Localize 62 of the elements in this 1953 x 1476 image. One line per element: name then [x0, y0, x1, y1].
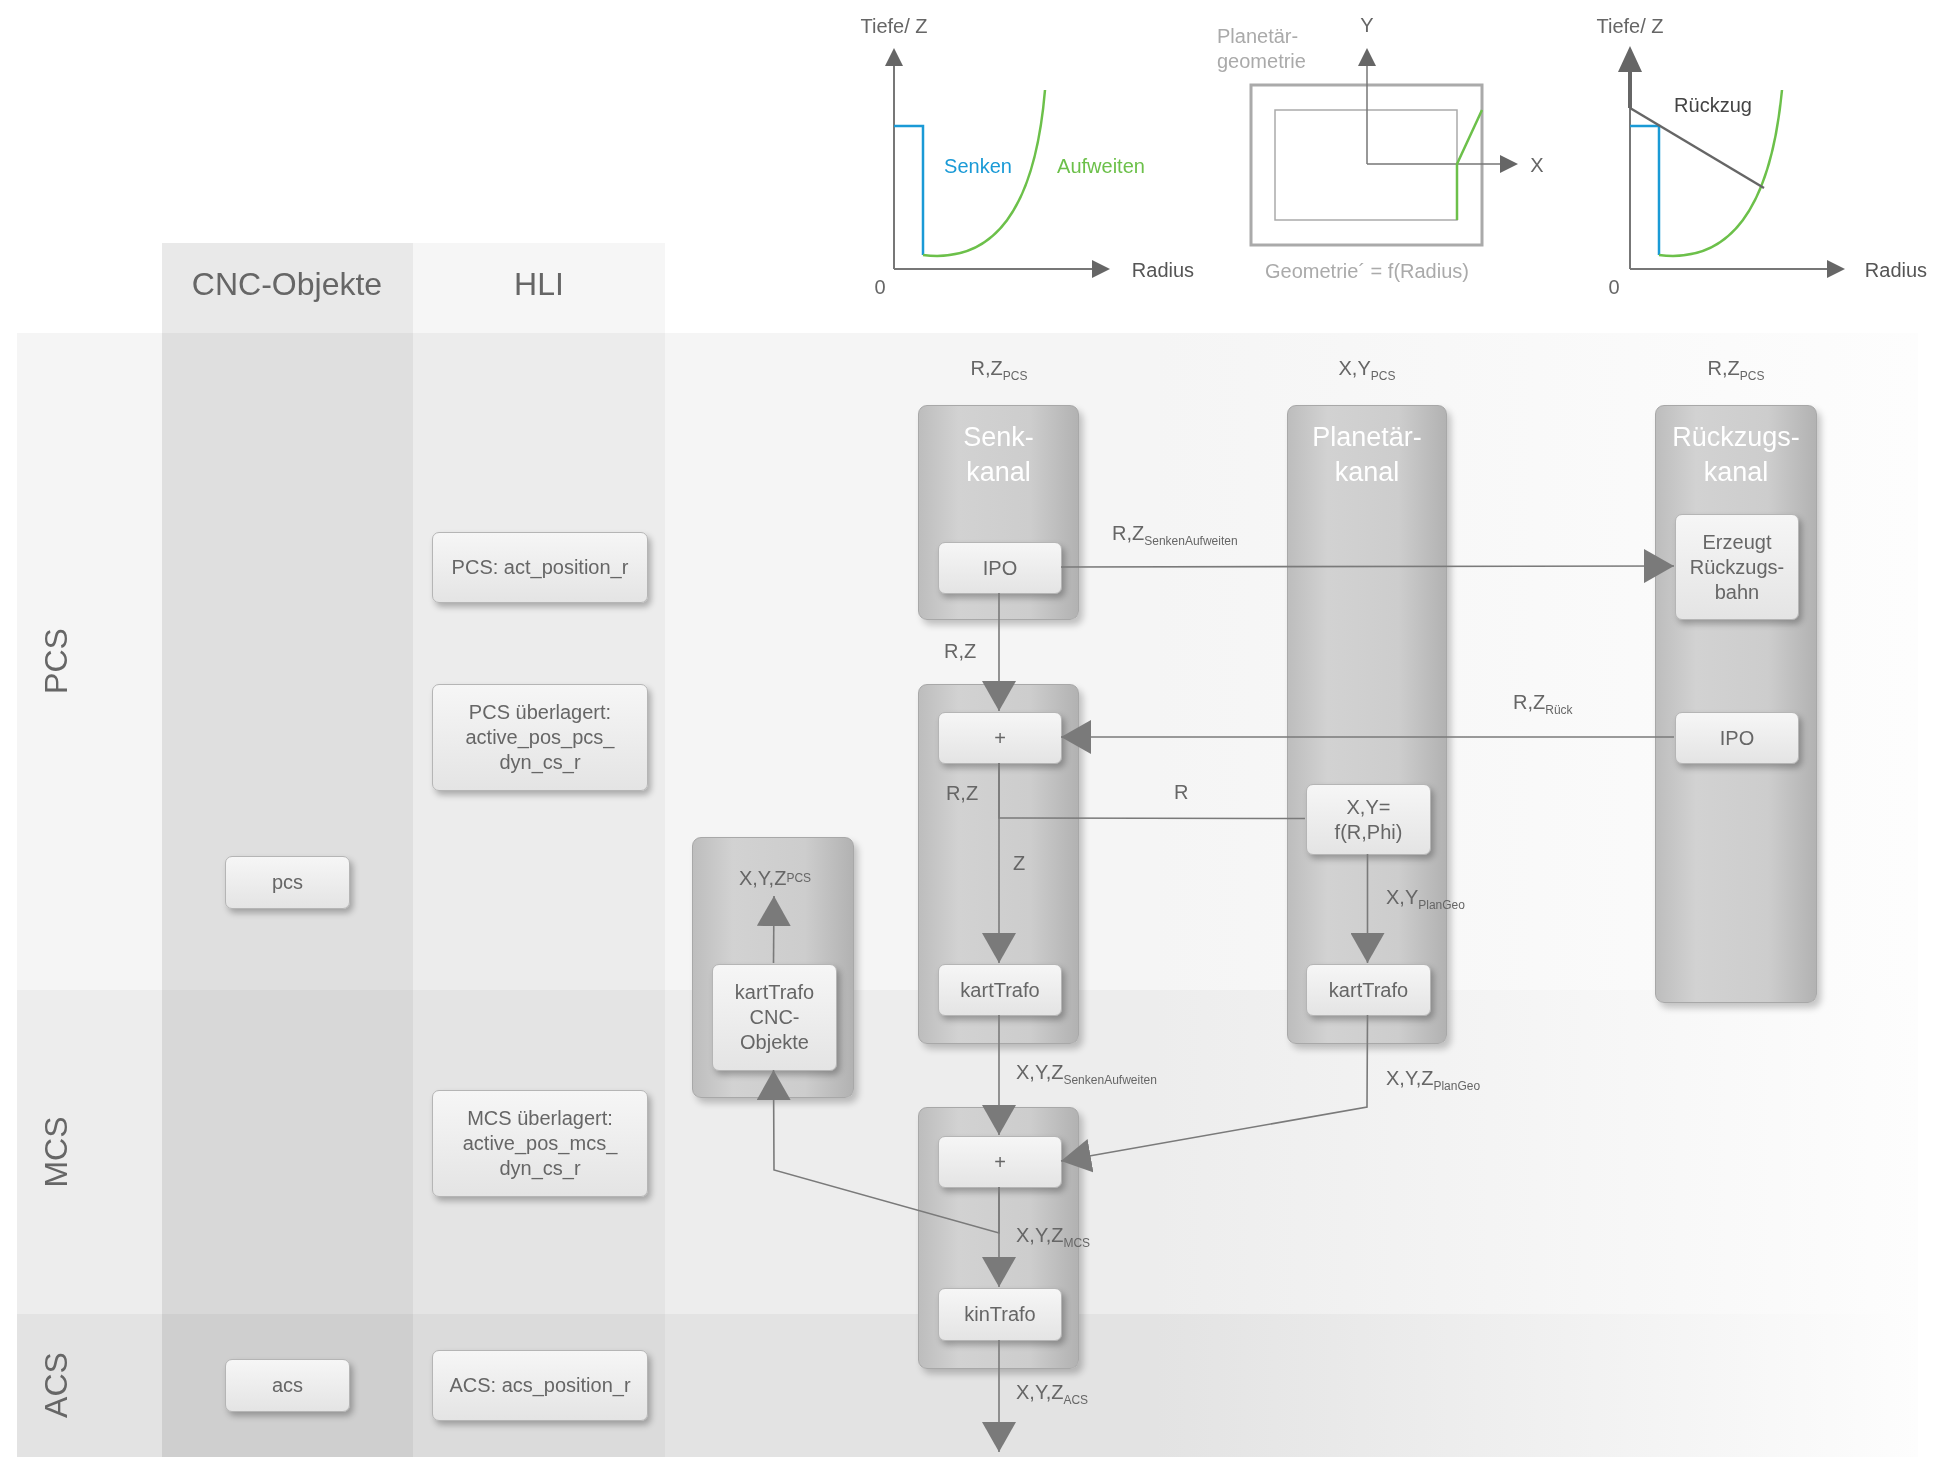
arrow [982, 1014, 1016, 1136]
formula-label: Geometrie´ = f(Radius) [1265, 259, 1469, 283]
process-box: kinTrafo [938, 1288, 1062, 1341]
row-title: PCS [37, 628, 75, 694]
process-box: pcs [225, 856, 350, 909]
curve-label: Rückzug [1674, 93, 1752, 117]
edge-label: R,Z$_{SenkenAufweiten}$ [1112, 522, 1238, 548]
process-box: kartTrafo CNC- Objekte [712, 964, 837, 1071]
axis-label: Y [1360, 13, 1374, 37]
edge-label: X,Y,Z$_{ACS}$ [1016, 1381, 1089, 1407]
column-title: HLI [514, 265, 564, 303]
group-panel [918, 684, 1079, 1044]
process-box: Erzeugt Rückzugs- bahn [1675, 514, 1799, 620]
row-title: MCS [37, 1116, 75, 1188]
edge-label: X,Y,Z$_{PlanGeo}$ [1386, 1067, 1481, 1093]
process-box: X,Y= f(R,Phi) [1306, 784, 1431, 855]
curve-label: Senken [944, 154, 1012, 178]
process-box: kartTrafo [1306, 964, 1431, 1016]
arrow [982, 592, 1016, 712]
axis-label: Radius [1131, 258, 1195, 282]
output-arrow [982, 1339, 1016, 1453]
process-box: PCS überlagert: active_pos_pcs_ dyn_cs_r [432, 684, 648, 791]
process-box: MCS überlagert: active_pos_mcs_ dyn_cs_r [432, 1090, 648, 1197]
process-box: acs [225, 1359, 350, 1412]
arrow [1060, 720, 1675, 754]
edge-label: X,Y,Z$_{SenkenAufweiten}$ [1016, 1061, 1157, 1087]
axis-label: X [1530, 153, 1544, 177]
curve-label: Aufweiten [1057, 154, 1145, 178]
process-box: IPO [1675, 712, 1799, 764]
process-box: + [938, 1136, 1062, 1188]
axis-label: Tiefe/ Z [860, 14, 928, 38]
axis-label: 0 [1608, 275, 1620, 299]
process-box: PCS: act_position_r [432, 532, 648, 603]
arrow [1060, 549, 1675, 584]
edge-label: Z [1013, 851, 1026, 875]
edge-label: X,Y$_{PlanGeo}$ [1386, 886, 1465, 912]
arrow [756, 895, 791, 964]
figure-label: Planetär- geometrie [1217, 24, 1307, 74]
line-label: R,Z [945, 781, 979, 805]
process-box: IPO [938, 542, 1062, 594]
edge-label: R,Z$_{Rück}$ [1513, 691, 1573, 717]
connector-line [998, 762, 1306, 820]
group-panel [692, 837, 854, 1098]
process-box: kartTrafo [938, 964, 1062, 1016]
edge-label: R [1174, 780, 1189, 804]
axis-label: Radius [1864, 258, 1928, 282]
arrow [756, 1069, 1000, 1235]
edge-label: X,Y,Z$_{MCS}$ [1016, 1224, 1091, 1250]
channel-panel [918, 405, 1079, 620]
column-title: CNC-Objekte [191, 265, 383, 303]
process-box: ACS: acs_position_r [432, 1350, 648, 1421]
row-title: ACS [37, 1352, 75, 1418]
edge-label: R,Z [944, 639, 977, 663]
arrow [1350, 853, 1385, 964]
process-box: + [938, 712, 1062, 764]
coordinate-label: R,Z$_{PCS}$ [970, 357, 1028, 383]
coordinate-label: R,Z$_{PCS}$ [1707, 357, 1765, 383]
coordinate-label: X,Y$_{PCS}$ [1338, 357, 1396, 383]
arrow [1060, 1014, 1369, 1173]
axis-label: Tiefe/ Z [1596, 14, 1664, 38]
axis-label: 0 [874, 275, 886, 299]
channel-panel [1655, 405, 1817, 1003]
